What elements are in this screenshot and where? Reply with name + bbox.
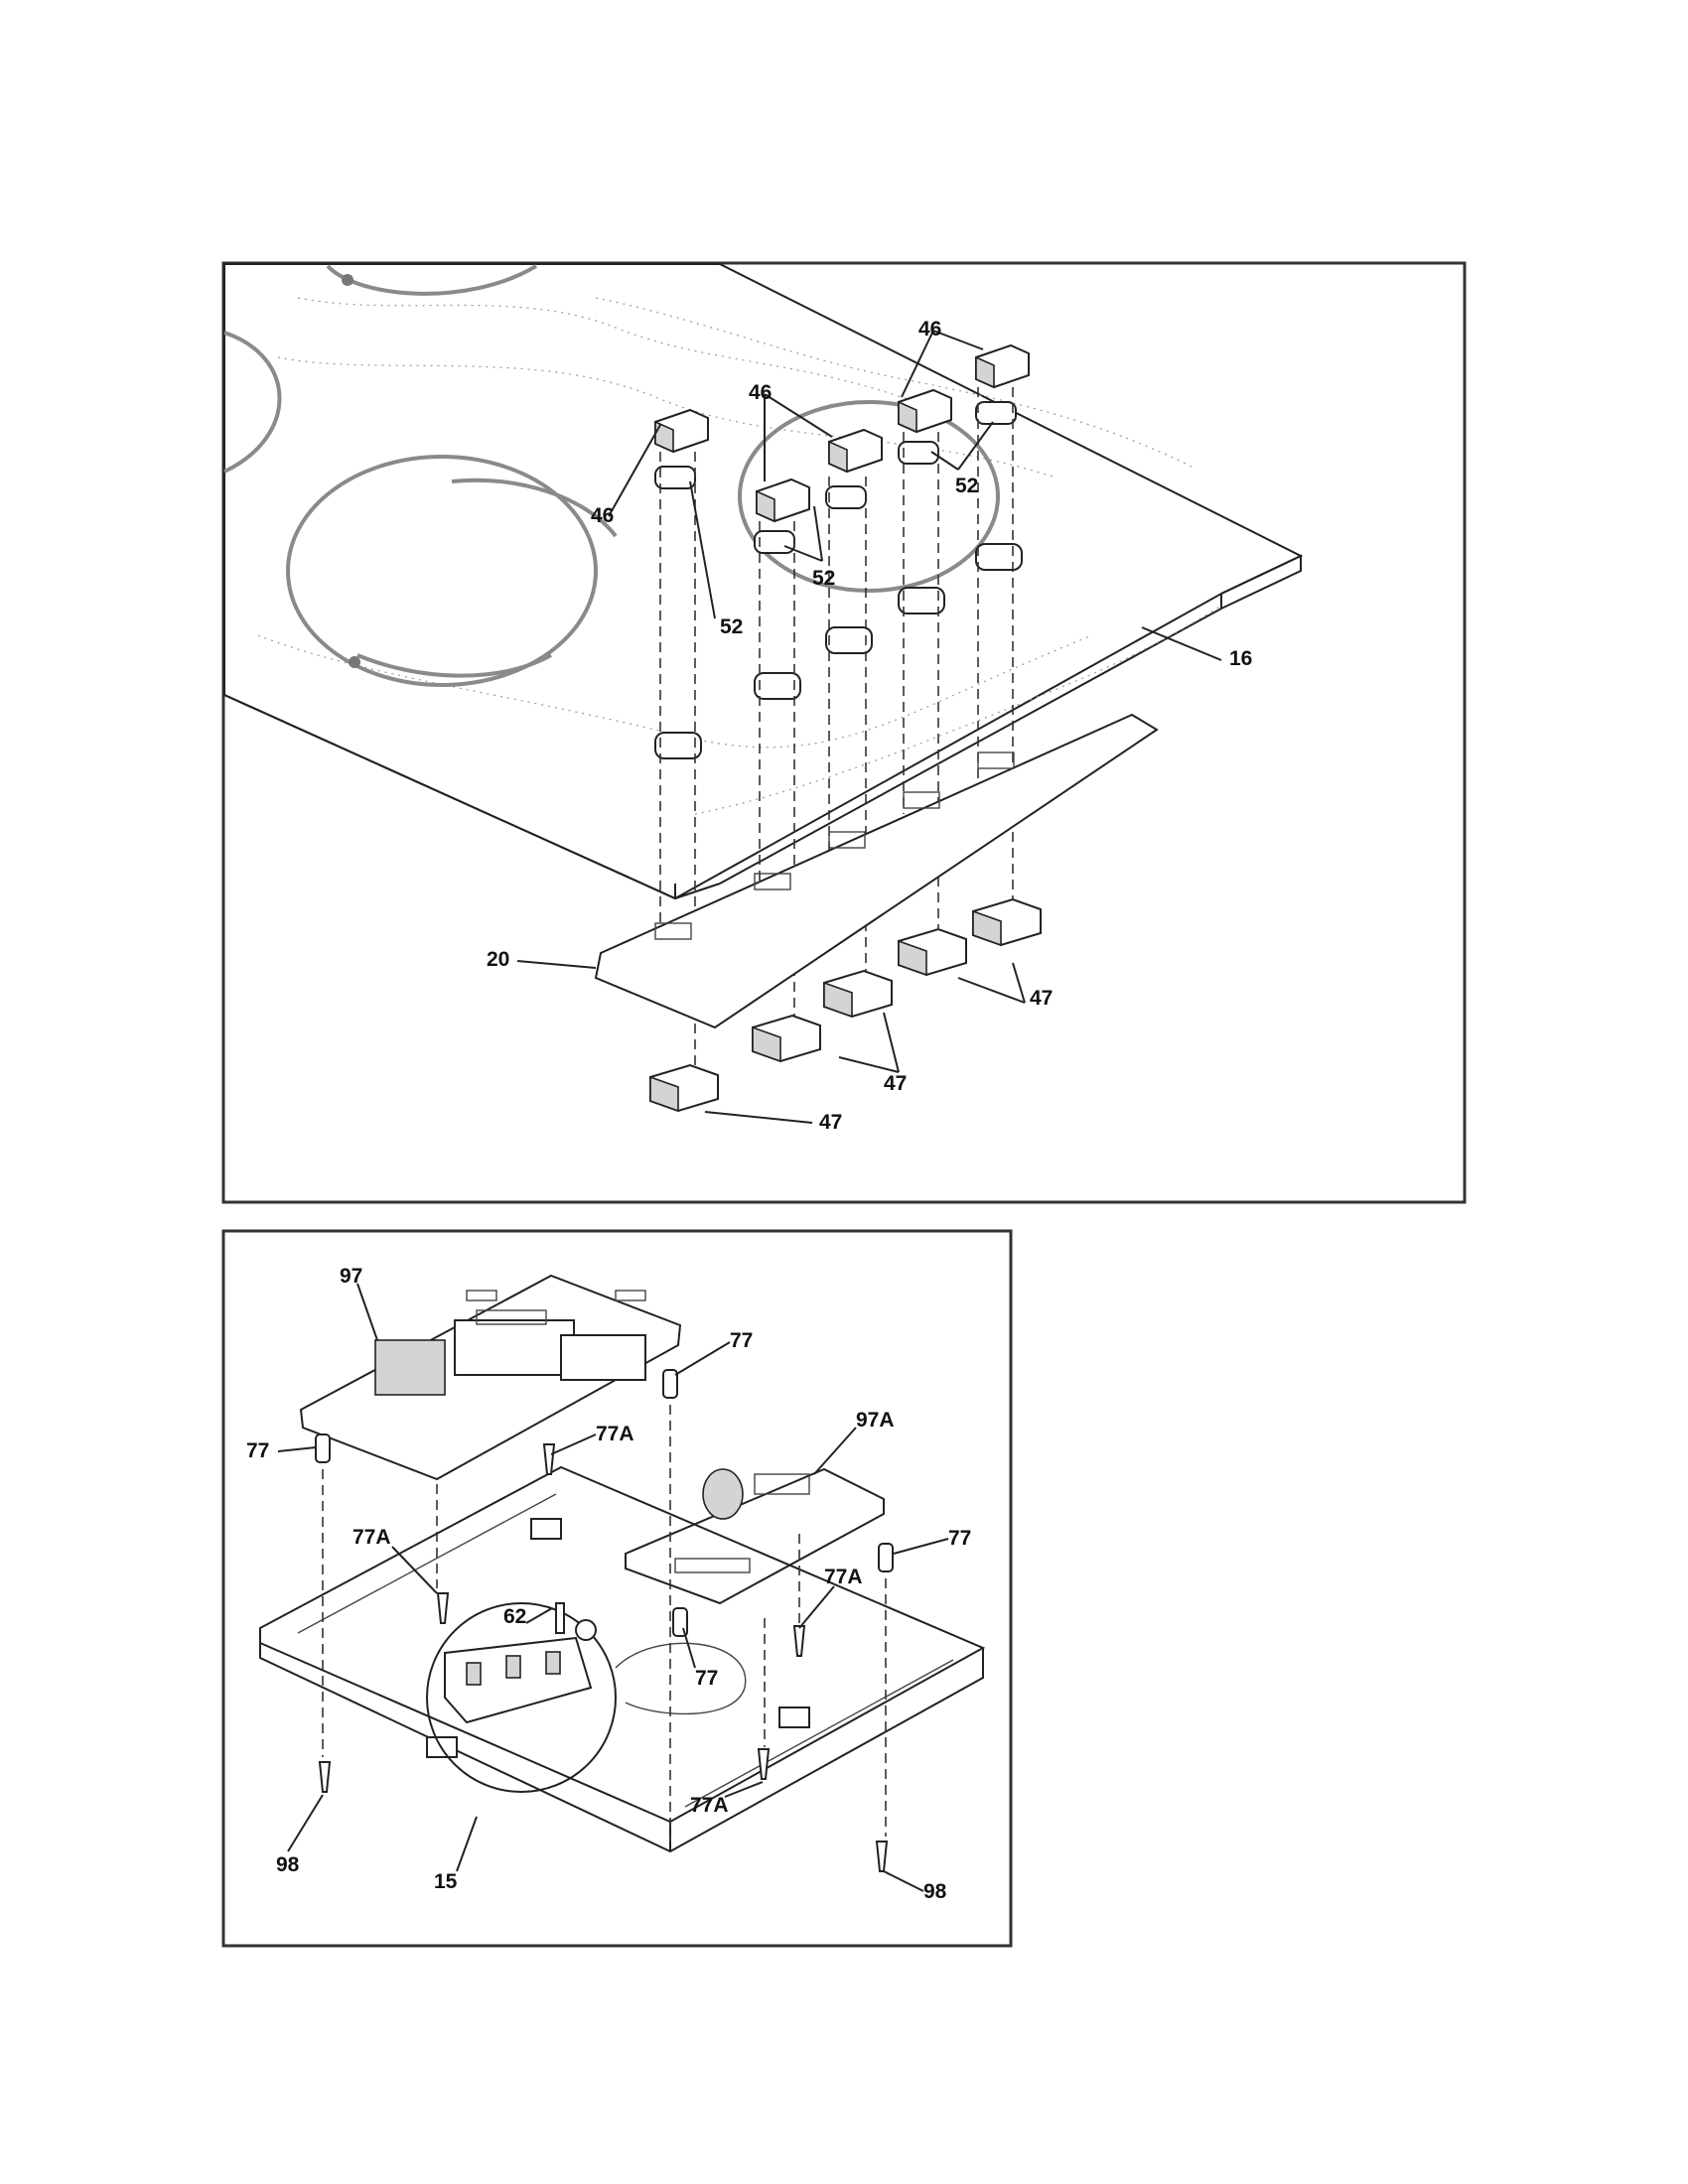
callout-52: 52 xyxy=(955,475,978,497)
callout-20: 20 xyxy=(487,948,509,971)
callouts-bottom: 97 97A 77 77 77 77 77A 77A 77A 77A 62 98… xyxy=(246,1265,971,1903)
callout-47: 47 xyxy=(1030,987,1053,1010)
callout-47: 47 xyxy=(884,1072,907,1095)
callout-47: 47 xyxy=(819,1111,842,1134)
switch xyxy=(649,1063,719,1113)
alignment-lines-bottom xyxy=(322,1405,887,1842)
seals xyxy=(654,401,1023,759)
callout-77: 77 xyxy=(948,1527,971,1550)
knob-caps xyxy=(654,343,1030,523)
callout-77A: 77A xyxy=(690,1794,729,1817)
secondary-board xyxy=(625,1467,885,1605)
switch xyxy=(752,1014,821,1063)
main-board xyxy=(299,1274,682,1481)
callout-52: 52 xyxy=(720,615,743,638)
alignment-lines-top xyxy=(659,387,1014,1077)
callout-62: 62 xyxy=(503,1605,526,1628)
callout-46: 46 xyxy=(591,504,614,527)
knob-cap xyxy=(975,343,1030,389)
callout-77: 77 xyxy=(246,1439,269,1462)
knob-cap xyxy=(898,388,952,434)
control-board xyxy=(594,713,1159,1029)
callout-46: 46 xyxy=(918,318,941,341)
callouts-top: 46 46 46 52 52 52 16 20 47 47 47 xyxy=(487,318,1252,1134)
callout-98: 98 xyxy=(923,1880,947,1903)
switch xyxy=(898,927,967,977)
callout-15: 15 xyxy=(434,1870,458,1893)
callout-98: 98 xyxy=(276,1853,300,1876)
cooktop-glass xyxy=(223,263,1304,900)
leader-lines-top xyxy=(516,330,1222,1124)
knob-cap xyxy=(828,428,883,474)
knob-cap xyxy=(756,478,810,523)
switch xyxy=(972,897,1042,947)
callout-77: 77 xyxy=(730,1329,753,1352)
bottom-panel-frame xyxy=(221,1229,1013,1948)
callout-16: 16 xyxy=(1229,647,1252,670)
top-panel-frame xyxy=(221,261,1467,1204)
burner-ring-right xyxy=(738,400,1000,593)
burner-ring-large xyxy=(286,455,598,687)
callout-77A: 77A xyxy=(596,1423,634,1445)
leader-lines-bottom xyxy=(277,1283,949,1892)
terminal-block-detail xyxy=(426,1602,747,1793)
switches xyxy=(649,897,1042,1113)
callout-46: 46 xyxy=(749,381,772,404)
burner-ring-rear xyxy=(326,264,538,296)
callout-97: 97 xyxy=(340,1265,362,1288)
knob-cap xyxy=(654,408,709,454)
switch xyxy=(823,969,893,1019)
callout-77A: 77A xyxy=(352,1526,391,1549)
burner-ring-left xyxy=(223,331,282,474)
callout-52: 52 xyxy=(812,567,835,590)
screws xyxy=(318,1443,889,1872)
callout-97A: 97A xyxy=(856,1409,895,1432)
callout-77A: 77A xyxy=(824,1566,863,1588)
callout-77: 77 xyxy=(695,1667,718,1690)
